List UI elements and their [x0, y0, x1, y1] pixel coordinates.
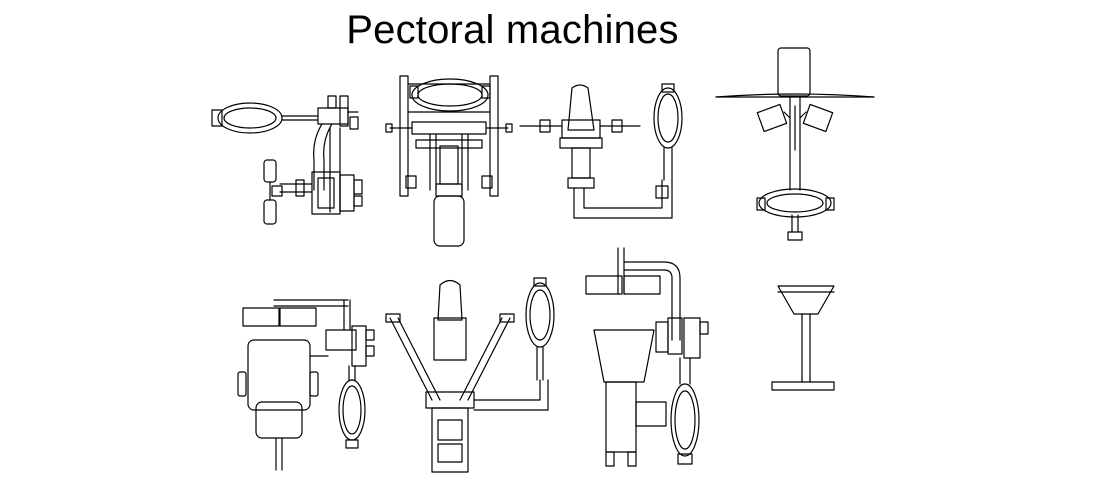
machine-5 [237, 299, 375, 471]
machine-8 [771, 285, 835, 391]
machine-3 [519, 83, 683, 219]
machine-1 [211, 95, 363, 225]
machine-2 [385, 75, 513, 247]
machine-6 [385, 277, 555, 473]
machine-4 [715, 47, 875, 241]
machine-7 [585, 247, 709, 467]
drawing-title: Pectoral machines [346, 8, 679, 52]
